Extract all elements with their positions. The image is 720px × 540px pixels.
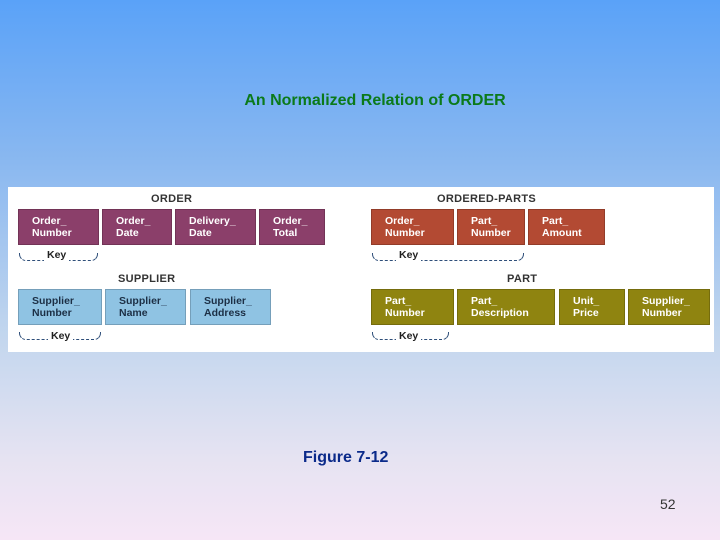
order-key-label: Key <box>44 249 70 261</box>
order-field-order-date: Order_ Date <box>102 209 172 245</box>
supplier-relation-title: SUPPLIER <box>118 273 176 285</box>
supplier-field-supplier-name: Supplier_ Name <box>105 289 186 325</box>
supplier-field-supplier-number: Supplier_ Number <box>18 289 102 325</box>
ordered-parts-field-part-number: Part_ Number <box>457 209 525 245</box>
order-field-order-number: Order_ Number <box>18 209 99 245</box>
part-field-part-number: Part_ Number <box>371 289 454 325</box>
order-relation-title: ORDER <box>151 193 193 205</box>
part-relation-title: PART <box>507 273 538 285</box>
figure-caption: Figure 7-12 <box>303 449 389 466</box>
supplier-field-supplier-address: Supplier_ Address <box>190 289 271 325</box>
part-field-part-description: Part_ Description <box>457 289 555 325</box>
supplier-key-label: Key <box>48 330 74 342</box>
part-field-unit-price: Unit_ Price <box>559 289 625 325</box>
ordered-parts-key-label: Key <box>396 249 422 261</box>
page-number: 52 <box>660 496 676 512</box>
ordered-parts-field-order-number: Order_ Number <box>371 209 454 245</box>
part-field-supplier-number: Supplier_ Number <box>628 289 710 325</box>
ordered-parts-field-part-amount: Part_ Amount <box>528 209 605 245</box>
ordered-parts-key-bracket <box>372 253 524 261</box>
slide-title: An Normalized Relation of ORDER <box>244 92 506 109</box>
order-field-delivery-date: Delivery_ Date <box>175 209 256 245</box>
ordered-parts-relation-title: ORDERED-PARTS <box>437 193 537 205</box>
relations-figure: ORDER Order_ Number Order_ Date Delivery… <box>8 187 714 352</box>
order-field-order-total: Order_ Total <box>259 209 325 245</box>
part-key-label: Key <box>396 330 422 342</box>
